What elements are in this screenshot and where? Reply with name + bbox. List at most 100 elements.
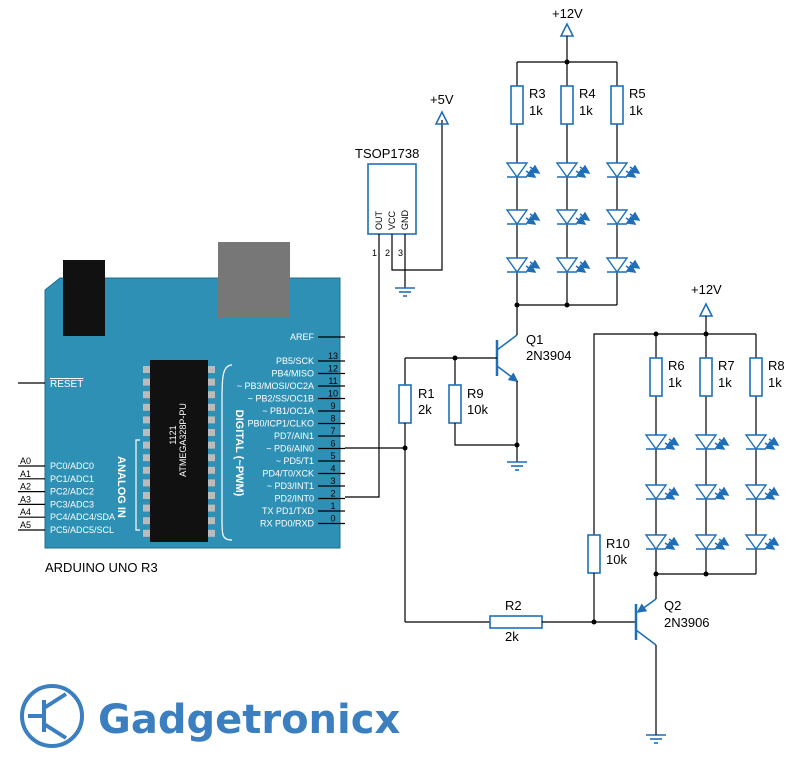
supply-12v-top: +12V — [552, 6, 583, 21]
r9-value: 10k — [467, 402, 488, 417]
usb-port — [218, 242, 290, 318]
sensor-pin-num-2: 2 — [385, 248, 390, 258]
led-icon — [555, 209, 579, 226]
digital-pin-number: 5 — [330, 451, 335, 461]
analog-pin-name: PC1/ADC1 — [50, 474, 94, 484]
atmega-chip: 1121 ATMEGA328P-PU — [143, 360, 215, 542]
led-icon — [605, 162, 629, 179]
led-icon — [505, 257, 529, 274]
led-icon — [694, 434, 718, 451]
digital-pin-name: PD2/INT0 — [274, 494, 314, 504]
chip-label: ATMEGA328P-PU — [178, 403, 188, 477]
arduino-board: 1121 ATMEGA328P-PU ANALOG IN DIGITAL (~P… — [18, 242, 345, 549]
digital-pin-name: PD7/AIN1 — [274, 431, 314, 441]
analog-pin-ext-label: A3 — [20, 494, 31, 504]
digital-pin-name: TX PD1/TXD — [262, 506, 315, 516]
digital-pin-name: PB0/ICP1/CLKO — [247, 419, 314, 429]
r5-name: R5 — [629, 86, 646, 101]
q2-type: 2N3906 — [664, 615, 710, 630]
analog-pin-name: PC5/ADC5/SCL — [50, 525, 114, 535]
dc-jack — [63, 260, 105, 336]
r1-value: 2k — [418, 402, 432, 417]
sensor-pin-num-1: 1 — [372, 248, 377, 258]
led-icon — [605, 209, 629, 226]
brand-text: Gadgetronicx — [98, 697, 400, 743]
digital-pin-number: 13 — [328, 351, 338, 361]
resistor-r2 — [489, 615, 543, 629]
sensor-pin-out: OUT — [374, 211, 384, 231]
led-icon — [644, 434, 668, 451]
analog-pin-ext-label: A5 — [20, 520, 31, 530]
analog-pin-ext-label: A1 — [20, 469, 31, 479]
digital-pin-name: RX PD0/RXD — [260, 519, 315, 529]
digital-pin-number: 12 — [328, 364, 338, 374]
r10-name: R10 — [606, 536, 630, 551]
q1-name: Q1 — [526, 332, 543, 347]
reset-label: RESET — [50, 379, 83, 390]
digital-pin-number: 3 — [330, 476, 335, 486]
resistor-r9 — [448, 384, 462, 424]
digital-pin-number: 0 — [330, 514, 335, 524]
resistor-r3 — [510, 85, 524, 125]
led-icon — [505, 162, 529, 179]
digital-pin-name: ~ PB1/OC1A — [262, 406, 314, 416]
sensor-name: TSOP1738 — [355, 146, 419, 161]
transistor-q2: Q2 2N3906 — [634, 574, 710, 735]
r6-name: R6 — [668, 358, 685, 373]
digital-pin-name: ~ PD5/T1 — [276, 456, 314, 466]
resistor-r4 — [560, 85, 574, 125]
digital-pin-number: 4 — [330, 464, 335, 474]
digital-pin-number: 6 — [330, 439, 335, 449]
led-icon — [605, 257, 629, 274]
led-icon — [555, 257, 579, 274]
r3-value: 1k — [529, 103, 543, 118]
analog-pin-ext-label: A4 — [20, 507, 31, 517]
led-icon — [744, 484, 768, 501]
r7-value: 1k — [718, 375, 732, 390]
r8-value: 1k — [768, 375, 782, 390]
analog-pin-ext-label: A0 — [20, 456, 31, 466]
led-icon — [744, 434, 768, 451]
transistor-logo-icon — [20, 684, 84, 748]
chip-code: 1121 — [168, 425, 178, 444]
digital-pin-name: ~ PB2/SS/OC1B — [248, 394, 314, 404]
r4-value: 1k — [579, 103, 593, 118]
analog-in-label: ANALOG IN — [115, 456, 127, 518]
sensor-pin-gnd: GND — [400, 210, 410, 231]
ir-sensor: TSOP1738 OUT VCC GND 1 2 3 — [355, 146, 419, 258]
aref-label: AREF — [290, 332, 315, 342]
r8-name: R8 — [768, 358, 785, 373]
r10-value: 10k — [606, 552, 627, 567]
analog-pin-name: PC2/ADC2 — [50, 487, 94, 497]
q2-name: Q2 — [664, 598, 681, 613]
digital-pin-number: 2 — [330, 489, 335, 499]
resistor-r10 — [587, 534, 601, 574]
resistor-r5 — [610, 85, 624, 125]
q1-type: 2N3904 — [526, 348, 572, 363]
supply-5v: +5V — [430, 92, 454, 107]
led-icon — [694, 484, 718, 501]
digital-pin-number: 8 — [330, 414, 335, 424]
digital-pin-name: PB5/SCK — [276, 356, 314, 366]
digital-pin-number: 9 — [330, 401, 335, 411]
r2-name: R2 — [505, 598, 522, 613]
led-icon — [694, 534, 718, 551]
digital-pwm-label: DIGITAL (~PWM) — [233, 410, 245, 497]
analog-pin-name: PC3/ADC3 — [50, 499, 94, 509]
led-icon — [644, 534, 668, 551]
digital-pin-number: 10 — [328, 389, 338, 399]
digital-pin-number: 1 — [330, 501, 335, 511]
led-icon — [744, 534, 768, 551]
digital-pin-number: 11 — [328, 376, 337, 386]
analog-pin-ext-label: A2 — [20, 482, 31, 492]
led-icon — [555, 162, 579, 179]
digital-pin-name: PD4/T0/XCK — [262, 469, 314, 479]
led-icon — [505, 209, 529, 226]
transistor-q1: Q1 2N3904 — [495, 305, 572, 462]
r7-name: R7 — [718, 358, 735, 373]
led-icon — [644, 484, 668, 501]
digital-pin-number: 7 — [330, 426, 335, 436]
analog-pin-name: PC0/ADC0 — [50, 461, 94, 471]
